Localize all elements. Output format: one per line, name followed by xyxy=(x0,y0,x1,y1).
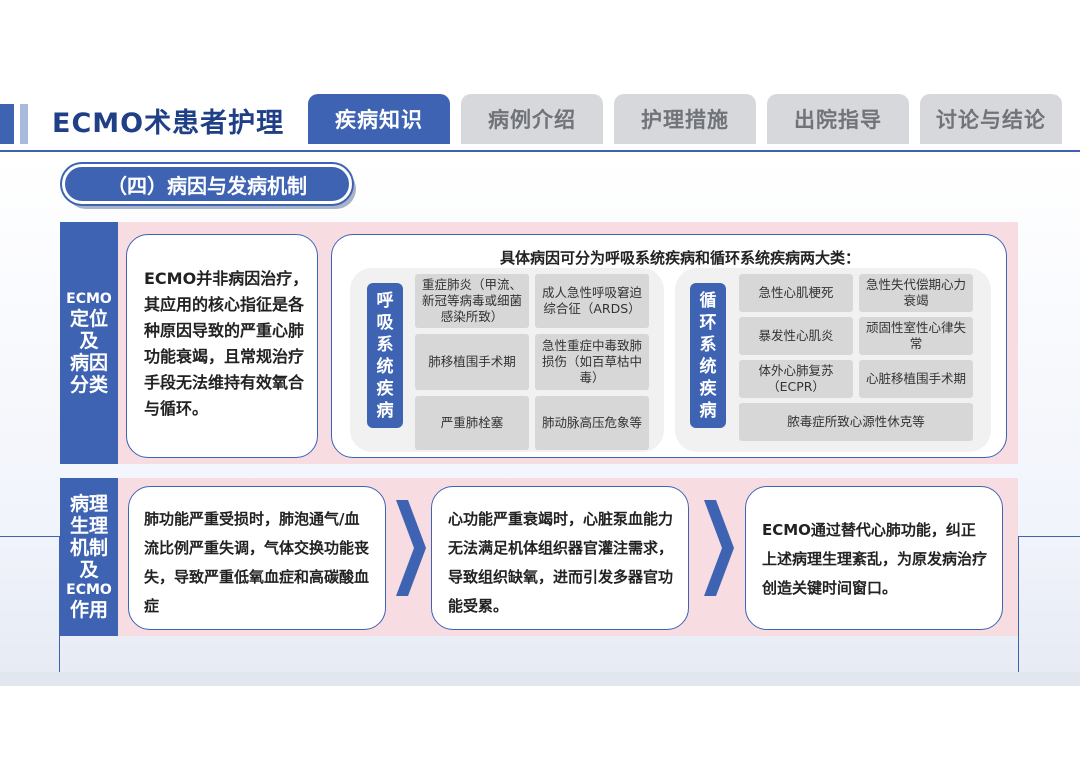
tab-disease-knowledge[interactable]: 疾病知识 xyxy=(308,94,450,144)
definition-box xyxy=(126,234,318,458)
row1-label-line4: 病因 xyxy=(69,352,108,374)
section-title: （四）病因与发病机制 xyxy=(62,164,352,204)
cause-item: 急性失代偿期心力衰竭 xyxy=(859,274,973,312)
cause-item: 肺移植围手术期 xyxy=(415,334,529,390)
mechanism-text-1: 肺功能严重受损时，肺泡通气/血流比例严重失调，气体交换功能丧失，导致严重低氧血症… xyxy=(144,510,370,615)
tab-case-intro[interactable]: 病例介绍 xyxy=(461,94,603,144)
cause-item: 体外心肺复苏（ECPR） xyxy=(739,360,853,398)
cause-item: 暴发性心肌炎 xyxy=(739,317,853,355)
footer-band xyxy=(0,672,1080,686)
row2-label-line1: 病理 xyxy=(69,493,108,515)
tab-discussion[interactable]: 讨论与结论 xyxy=(920,94,1062,144)
mechanism-box-2 xyxy=(431,486,689,630)
title-accent-bar-light xyxy=(20,104,28,144)
page-title: ECMO术患者护理 xyxy=(52,108,285,139)
tab-nursing-measures[interactable]: 护理措施 xyxy=(614,94,756,144)
cause-item: 急性心肌梗死 xyxy=(739,274,853,312)
chevron-right-icon xyxy=(396,500,426,596)
cause-item: 心脏移植围手术期 xyxy=(859,360,973,398)
row2-label-line4: 及 xyxy=(79,559,99,581)
tab-discharge-guide[interactable]: 出院指导 xyxy=(767,94,909,144)
causes-title: 具体病因可分为呼吸系统疾病和循环系统疾病两大类： xyxy=(499,249,860,267)
chevron-right-icon xyxy=(704,500,734,596)
row1-label: ECMO 定位 及 病因 分类 xyxy=(60,222,118,464)
row2-label: 病理 生理 机制 及 ECMO 作用 xyxy=(60,478,118,636)
row2-label-line5: ECMO xyxy=(66,582,112,598)
row1-label-line5: 分类 xyxy=(69,374,108,396)
cause-item: 肺动脉高压危象等 xyxy=(535,396,649,450)
cause-item: 脓毒症所致心源性休克等 xyxy=(739,403,973,441)
row2-label-line6: 作用 xyxy=(69,599,108,621)
row2-label-line2: 生理 xyxy=(69,515,108,537)
cause-item: 严重肺栓塞 xyxy=(415,396,529,450)
cause-item: 急性重症中毒致肺损伤（如百草枯中毒） xyxy=(535,334,649,390)
mechanism-text-3: ECMO通过替代心肺功能，纠正上述病理生理紊乱，为原发病治疗创造关键时间窗口。 xyxy=(762,521,988,597)
cause-item: 顽固性室性心律失常 xyxy=(859,317,973,355)
mechanism-text-2: 心功能严重衰竭时，心脏泵血能力无法满足机体组织器官灌注需求，导致组织缺氧，进而引… xyxy=(448,510,674,615)
circulatory-label: 循 环 系 统 疾 病 xyxy=(690,283,726,428)
cause-item: 成人急性呼吸窘迫综合征（ARDS） xyxy=(535,274,649,328)
row1-label-line3: 及 xyxy=(79,330,99,352)
title-accent-bar xyxy=(0,104,14,144)
definition-text: ECMO并非病因治疗，其应用的核心指征是各种原因导致的严重心肺功能衰竭，且常规治… xyxy=(144,269,309,418)
row2-label-line3: 机制 xyxy=(69,537,108,559)
decor-line-right xyxy=(1018,536,1080,686)
decor-line-left xyxy=(0,536,60,686)
mechanism-box-3 xyxy=(745,486,1003,630)
respiratory-label: 呼 吸 系 统 疾 病 xyxy=(367,283,403,428)
row1-label-line1: ECMO xyxy=(66,291,112,307)
cause-item: 重症肺炎（甲流、新冠等病毒或细菌感染所致） xyxy=(415,274,529,328)
row1-label-line2: 定位 xyxy=(69,308,108,330)
mechanism-box-1 xyxy=(128,486,386,630)
